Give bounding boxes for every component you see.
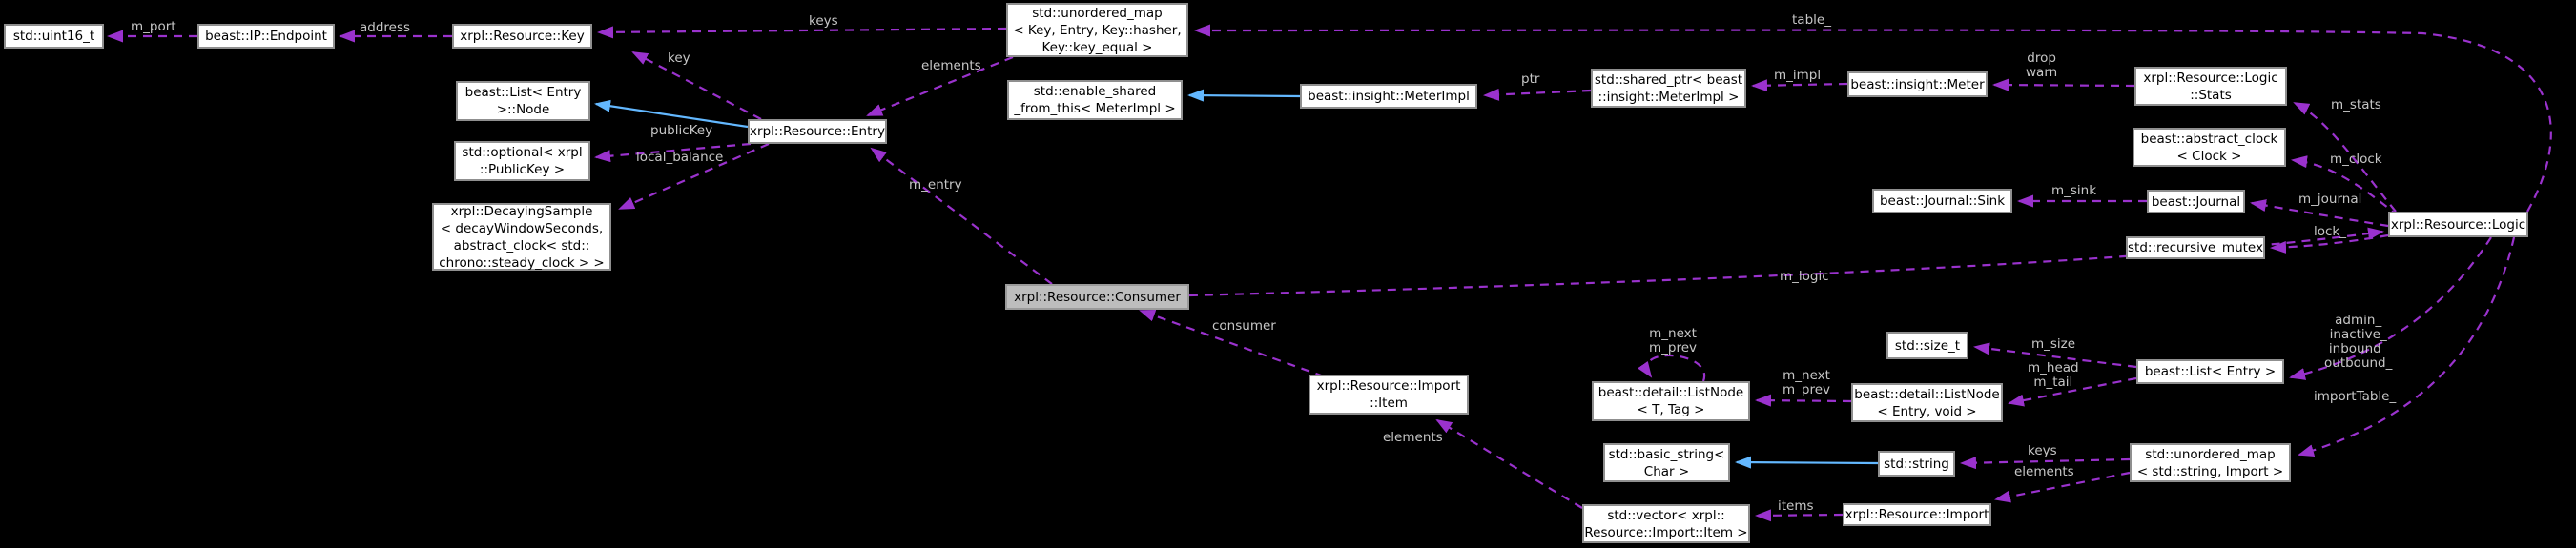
edge-keys-bottom	[1960, 457, 2131, 470]
edge-label-elements-top: elements	[921, 58, 981, 73]
edge-label-m-head-m-tail: m_head m_tail	[2028, 360, 2079, 390]
node-list-entry[interactable]: beast::List< Entry >	[2136, 359, 2284, 384]
node-basic-string[interactable]: std::basic_string< Char >	[1603, 443, 1730, 482]
node-list-entry-node[interactable]: beast::List< Entry >::Node	[456, 81, 590, 121]
edge-elements-import	[1994, 471, 2131, 503]
edge-listnode-self-loop	[1638, 354, 1706, 382]
edge-elements-vector	[1435, 418, 1583, 509]
edge-m-next-m-prev	[1755, 394, 1852, 407]
edge-label-elements-import: elements	[2014, 464, 2074, 479]
edge-m-clock	[2291, 155, 2400, 217]
node-unordered-map-string-import[interactable]: std::unordered_map < std::string, Import…	[2130, 443, 2291, 482]
edge-label-m-next-m-prev: m_next m_prev	[1783, 368, 1831, 397]
node-listnode-entry-void[interactable]: beast::detail::ListNode < Entry, void >	[1851, 383, 2003, 422]
edge-label-m-next-m-prev-loop: m_next m_prev	[1649, 326, 1698, 355]
edge-label-keys-top: keys	[809, 13, 838, 29]
node-resource-key[interactable]: xrpl::Resource::Key	[452, 24, 592, 49]
edge-meterimpl-inherits	[1187, 89, 1301, 102]
node-listnode-t-tag[interactable]: beast::detail::ListNode < T, Tag >	[1592, 381, 1750, 421]
edge-consumer	[1139, 309, 1325, 378]
node-enable-shared-from-this[interactable]: std::enable_shared _from_this< MeterImpl…	[1007, 80, 1183, 120]
edge-label-table: table_	[1792, 12, 1831, 28]
node-abstract-clock[interactable]: beast::abstract_clock < Clock >	[2133, 128, 2286, 167]
edge-label-importtable: importTable_	[2314, 389, 2397, 404]
node-vector-import-item[interactable]: std::vector< xrpl:: Resource::Import::It…	[1582, 504, 1750, 543]
edge-m-size	[1973, 342, 2137, 369]
edge-key	[631, 51, 762, 120]
edge-label-lock: lock_	[2314, 224, 2347, 239]
node-resource-entry[interactable]: xrpl::Resource::Entry	[748, 119, 887, 144]
node-journal[interactable]: beast::Journal	[2147, 190, 2245, 213]
edge-label-address: address	[360, 20, 411, 35]
edge-m-journal	[2250, 199, 2389, 228]
edge-table	[1194, 24, 2552, 213]
edge-label-drop-warn: drop warn	[2026, 51, 2058, 80]
node-std-uint16-t[interactable]: std::uint16_t	[4, 24, 104, 49]
edge-string-inherits	[1735, 456, 1879, 469]
edge-label-m-port: m_port	[131, 19, 176, 34]
edge-label-m-clock: m_clock	[2330, 152, 2382, 167]
node-size-t[interactable]: std::size_t	[1886, 332, 1968, 359]
node-optional-publickey[interactable]: std::optional< xrpl ::PublicKey >	[454, 141, 590, 181]
edge-elements-top	[866, 55, 1014, 117]
node-journal-sink[interactable]: beast::Journal::Sink	[1872, 189, 2012, 213]
node-beast-ip-endpoint[interactable]: beast::IP::Endpoint	[197, 24, 335, 49]
edge-m-stats	[2293, 102, 2397, 213]
edge-label-elements-vector: elements	[1383, 430, 1443, 445]
edge-label-keys-bottom: keys	[2028, 443, 2057, 458]
edge-drop-warn	[1992, 78, 2135, 91]
edge-label-items: items	[1778, 498, 1814, 514]
edge-m-head-m-tail	[2008, 376, 2137, 407]
node-shared-ptr-meterimpl[interactable]: std::shared_ptr< beast ::insight::MeterI…	[1591, 69, 1746, 108]
edge-items	[1755, 509, 1844, 522]
edge-label-local-balance: local_balance	[636, 150, 724, 165]
edge-keys-top	[597, 26, 1007, 39]
edge-m-impl	[1751, 79, 1848, 92]
node-unordered-map-key-entry[interactable]: std::unordered_map < Key, Entry, Key::ha…	[1006, 3, 1188, 57]
node-resource-import[interactable]: xrpl::Resource::Import	[1843, 503, 1991, 526]
node-resource-logic[interactable]: xrpl::Resource::Logic	[2388, 212, 2528, 237]
edge-label-consumer: consumer	[1212, 318, 1276, 334]
edge-label-admin-lists: admin_ inactive_ inbound_ outbound_	[2324, 313, 2393, 371]
node-insight-meter[interactable]: beast::insight::Meter	[1847, 71, 1988, 97]
edge-label-m-logic: m_logic	[1780, 269, 1829, 284]
edge-label-m-impl: m_impl	[1774, 68, 1822, 83]
edge-label-ptr: ptr	[1521, 71, 1540, 87]
edge-ptr	[1483, 88, 1592, 101]
edge-m-entry	[870, 147, 1053, 285]
node-resource-consumer[interactable]: xrpl::Resource::Consumer	[1005, 284, 1189, 310]
edge-publickey	[594, 142, 752, 163]
edge-label-m-sink: m_sink	[2051, 183, 2097, 198]
edge-importtable	[2298, 236, 2516, 457]
edge-entry-inherits-listnode	[594, 99, 749, 129]
node-recursive-mutex[interactable]: std::recursive_mutex	[2126, 236, 2265, 259]
node-meterimpl[interactable]: beast::insight::MeterImpl	[1300, 84, 1477, 109]
edge-label-key: key	[668, 51, 690, 66]
edge-label-m-journal: m_journal	[2298, 192, 2362, 207]
edge-label-m-stats: m_stats	[2331, 97, 2381, 112]
edge-local-balance	[618, 142, 770, 211]
edge-label-m-size: m_size	[2031, 336, 2076, 352]
edge-label-m-entry: m_entry	[909, 177, 962, 193]
edge-label-publickey: publicKey	[650, 123, 713, 138]
node-import-item[interactable]: xrpl::Resource::Import ::Item	[1309, 375, 1469, 415]
node-decaying-sample[interactable]: xrpl::DecayingSample < decayWindowSecond…	[432, 203, 611, 271]
edge-admin-lists	[2289, 236, 2492, 380]
node-logic-stats[interactable]: xrpl::Resource::Logic ::Stats	[2134, 67, 2287, 106]
node-std-string[interactable]: std::string	[1878, 451, 1955, 477]
